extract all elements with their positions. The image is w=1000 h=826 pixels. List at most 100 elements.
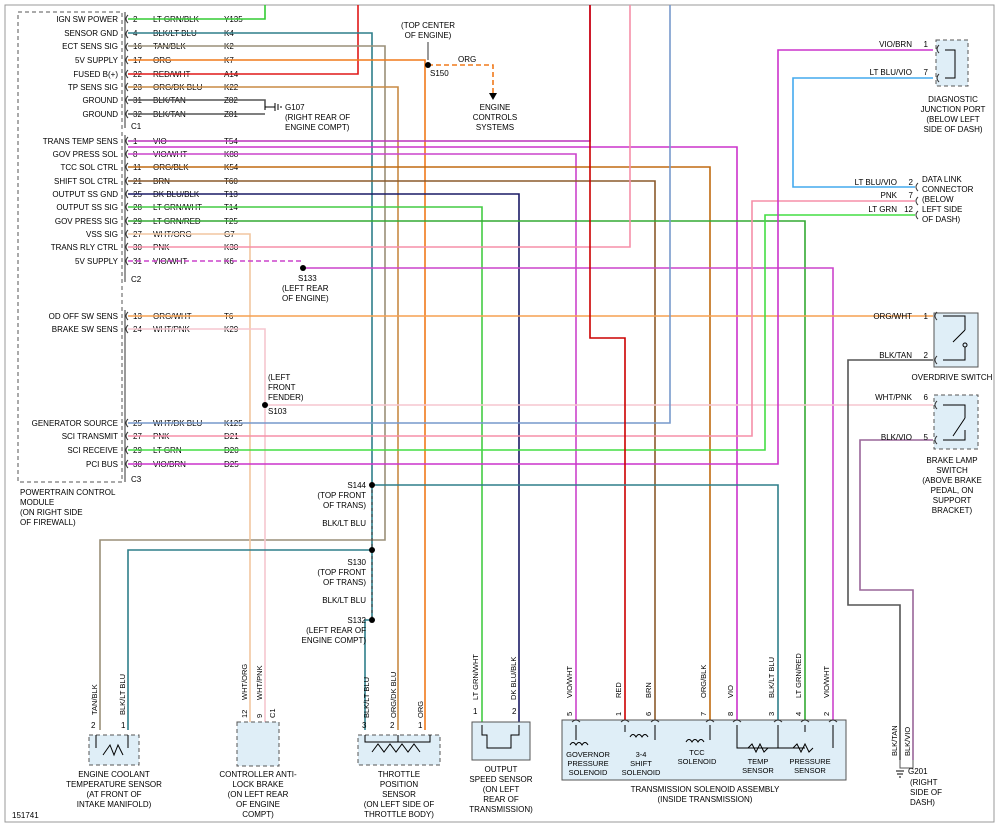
s130-loc-1: (TOP FRONT bbox=[317, 568, 366, 577]
tsa-pin-number: 3 bbox=[767, 712, 776, 716]
s133-loc-2: OF ENGINE) bbox=[282, 294, 329, 303]
ect-wire-2: BLK/LT BLU bbox=[118, 674, 127, 715]
oss-cap-2: SPEED SENSOR bbox=[469, 775, 532, 784]
od-wire-2: BLK/TAN bbox=[879, 351, 912, 360]
s132-loc-2: ENGINE COMPT) bbox=[302, 636, 367, 645]
djp-wire-1: VIO/BRN bbox=[879, 40, 912, 49]
g201-loc-2: SIDE OF bbox=[910, 788, 942, 797]
org-label: ORG bbox=[458, 55, 476, 64]
sensor-resistor-icons bbox=[747, 742, 814, 754]
g107-loc-2: ENGINE COMPT) bbox=[285, 123, 350, 132]
tps-cap-5: THROTTLE BODY) bbox=[364, 810, 434, 819]
wire-red-wht bbox=[128, 5, 359, 75]
s103-loc-2: FRONT bbox=[268, 383, 296, 392]
wire-vio-wht-5v bbox=[303, 267, 834, 730]
s132-label: S132 bbox=[347, 616, 366, 625]
s133-loc-1: (LEFT REAR bbox=[282, 284, 329, 293]
tsa-pin-bracket bbox=[773, 719, 783, 723]
figure-number: 151741 bbox=[12, 811, 39, 820]
wire-org-5v bbox=[128, 59, 426, 730]
oss-coil-icon bbox=[481, 725, 520, 749]
tsa-pin-number: 8 bbox=[726, 712, 735, 716]
bl-pin-2: 5 bbox=[924, 433, 929, 442]
cab-wire-1: WHT/ORG bbox=[240, 664, 249, 700]
od-switch-box bbox=[933, 312, 979, 368]
pcm-pin-label: SCI RECEIVE bbox=[67, 446, 118, 455]
g201-label: G201 bbox=[908, 767, 928, 776]
djp-cap-4: SIDE OF DASH) bbox=[923, 125, 982, 134]
wire-vio-top bbox=[128, 5, 591, 142]
wire-ltblu-vio bbox=[792, 77, 933, 188]
tsa-pin-bracket bbox=[571, 719, 581, 723]
bl-wire-2: BLK/VIO bbox=[881, 433, 912, 442]
tsa-part-press-1: PRESSURE bbox=[789, 757, 830, 766]
bl-cap-3: (ABOVE BRAKE bbox=[922, 476, 982, 485]
pcm-caption-2: MODULE bbox=[20, 498, 54, 507]
wire-tan-blk bbox=[99, 45, 386, 730]
pcm-pin-label: OD OFF SW SENS bbox=[49, 312, 118, 321]
ect-cap-2: TEMPERATURE SENSOR bbox=[66, 780, 162, 789]
pcm-pin-label: SENSOR GND bbox=[64, 29, 118, 38]
tsa-pin-number: 5 bbox=[565, 712, 574, 716]
wire-wht-pnk bbox=[128, 328, 933, 730]
tps-cap-1: THROTTLE bbox=[378, 770, 420, 779]
oss-cap-5: TRANSMISSION) bbox=[469, 805, 533, 814]
tsa-part-gov-3: SOLENOID bbox=[569, 768, 608, 777]
s130-wire-label: BLK/LT BLU bbox=[322, 596, 366, 605]
wire-dkblu-blk bbox=[128, 193, 520, 730]
tsa-part-press-2: SENSOR bbox=[794, 766, 826, 775]
tps-pin-2: 2 bbox=[390, 721, 395, 730]
tsa-part-temp-1: TEMP bbox=[748, 757, 769, 766]
dlc-pin-3: 12 bbox=[904, 205, 913, 214]
pcm-pin-label: GROUND bbox=[82, 110, 118, 119]
od-wire-1: ORG/WHT bbox=[873, 312, 912, 321]
tsa-pin-number: 1 bbox=[614, 712, 623, 716]
pcm-connector-brackets bbox=[125, 14, 129, 469]
s130-loc-2: OF TRANS) bbox=[323, 578, 366, 587]
dlc-cap-1: DATA LINK bbox=[922, 175, 962, 184]
cab-cap-3: (ON LEFT REAR bbox=[228, 790, 289, 799]
s103-loc-1: (LEFT bbox=[268, 373, 290, 382]
dlc-wire-3: LT GRN bbox=[868, 205, 897, 214]
wire-org-dkblu bbox=[128, 86, 399, 730]
g201-loc-3: DASH) bbox=[910, 798, 935, 807]
tps-wire-3: ORG bbox=[416, 701, 425, 718]
top-center-1: (TOP CENTER bbox=[401, 21, 455, 30]
cab-cap-5: COMPT) bbox=[242, 810, 274, 819]
cab-conn: C1 bbox=[268, 708, 277, 718]
cab-cap-1: CONTROLLER ANTI- bbox=[219, 770, 297, 779]
tsa-part-gov-1: GOVERNOR bbox=[566, 750, 610, 759]
pcm-pin-label: TRANS TEMP SENS bbox=[43, 137, 118, 146]
tsa-part-shift-2: SHIFT bbox=[630, 759, 652, 768]
g201-join bbox=[899, 760, 914, 769]
brake-pins-icon bbox=[934, 400, 938, 445]
g107-loc-1: (RIGHT REAR OF bbox=[285, 113, 350, 122]
oss-wire-1: LT GRN/WHT bbox=[471, 654, 480, 700]
wire-vio-wht-gov bbox=[128, 153, 577, 730]
wire-pnk-sci bbox=[128, 200, 915, 437]
pcm-pin-label: SHIFT SOL CTRL bbox=[54, 177, 119, 186]
splice-s132-dot bbox=[369, 617, 375, 623]
oss-wire-2: DK BLU/BLK bbox=[509, 657, 518, 700]
s150-label: S150 bbox=[430, 69, 449, 78]
oss-cap-1: OUTPUT bbox=[485, 765, 518, 774]
cab-box bbox=[236, 721, 280, 767]
tsa-pin-bracket bbox=[650, 719, 660, 723]
cab-wire-2: WHT/PNK bbox=[255, 665, 264, 700]
tps-cap-4: (ON LEFT SIDE OF bbox=[364, 800, 435, 809]
djp-pins-icon bbox=[936, 44, 940, 83]
s144-wire-label: BLK/LT BLU bbox=[322, 519, 366, 528]
pcm-pin-label: GROUND bbox=[82, 96, 118, 105]
cab-pin-1: 12 bbox=[240, 710, 249, 718]
bl-cap-6: BRACKET) bbox=[932, 506, 973, 515]
bl-cap-5: SUPPORT bbox=[933, 496, 972, 505]
ect-wire-1: TAN/BLK bbox=[90, 684, 99, 715]
pcm-pin-label: BRAKE SW SENS bbox=[52, 325, 118, 334]
s103-label: S103 bbox=[268, 407, 287, 416]
wire-blk-ltblu-ect bbox=[127, 549, 372, 730]
tsa-pin-number: 4 bbox=[794, 712, 803, 716]
wire-org-ecs bbox=[428, 64, 494, 93]
pcm-pin-label: ECT SENS SIG bbox=[62, 42, 118, 51]
thermistor-icon bbox=[95, 735, 129, 757]
